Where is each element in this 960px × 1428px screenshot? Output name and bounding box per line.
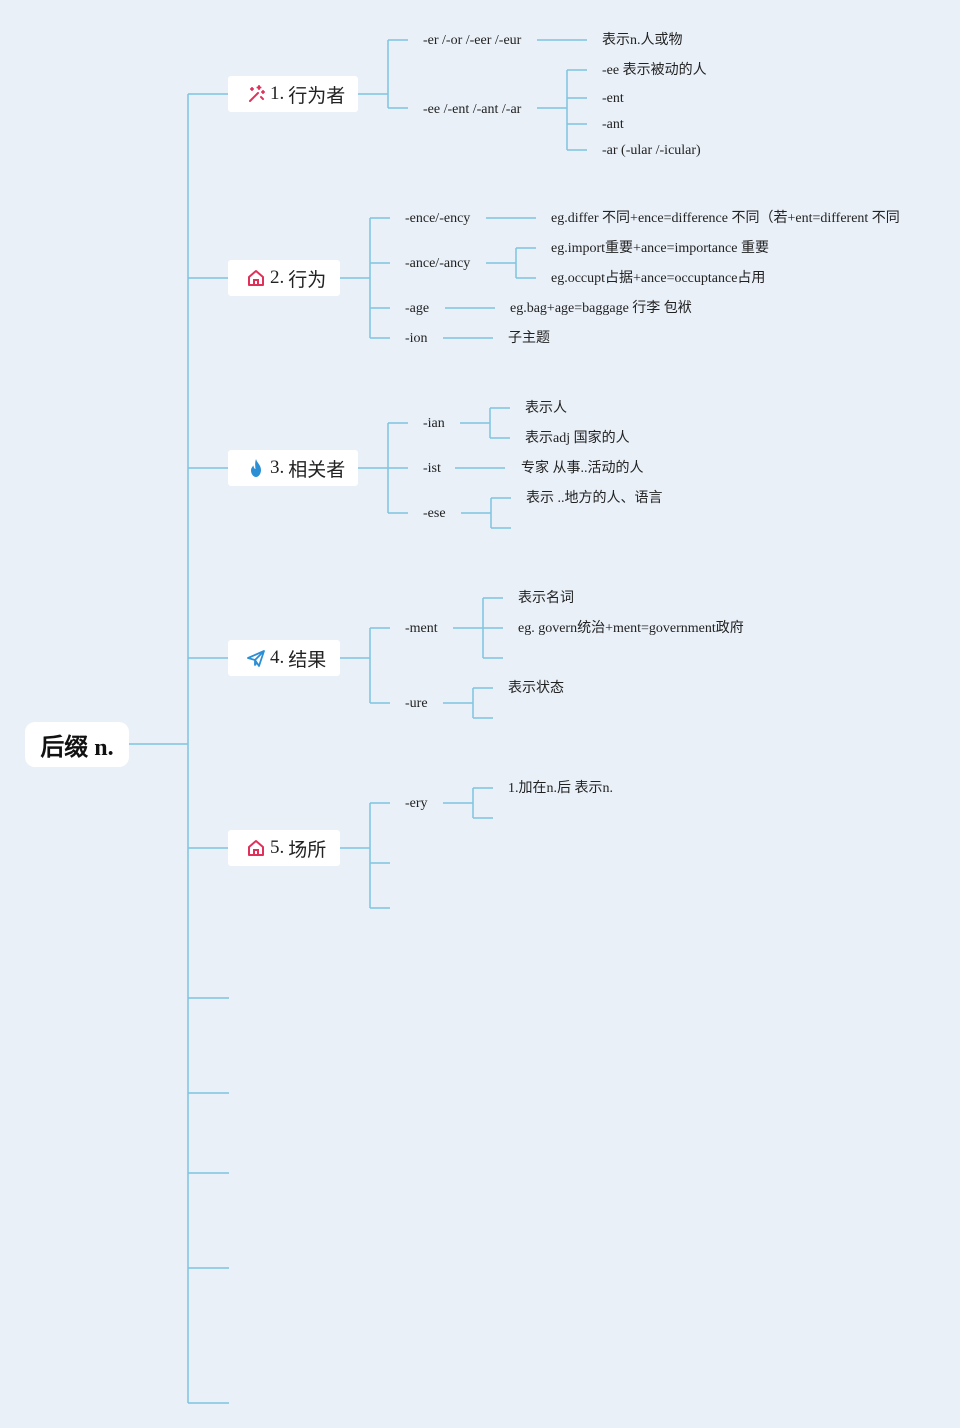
branch-4-item-2[interactable]: -ure [405, 696, 428, 711]
branch-4-item-1-note-1[interactable]: 表示名词 [518, 591, 574, 606]
branch-5-topic[interactable]: 5. 场所 [228, 830, 340, 866]
branch-1-number: 1. [270, 83, 285, 104]
branch-2-item-2-note-1[interactable]: eg.import重要+ance=importance 重要 [551, 241, 769, 256]
branch-1-topic[interactable]: 1. 行为者 [228, 76, 358, 112]
branch-5-title: 场所 [288, 839, 327, 861]
magic-wand-icon [246, 84, 266, 104]
branch-3-item-1-note-1[interactable]: 表示人 [525, 401, 567, 416]
branch-1-item-1[interactable]: -er /-or /-eer /-eur [423, 33, 522, 48]
branch-5-item-1[interactable]: -ery [405, 796, 428, 811]
branch-3-item-2[interactable]: -ist [423, 461, 441, 476]
branch-1-item-2-note-1[interactable]: -ee 表示被动的人 [602, 63, 707, 78]
branch-1-item-2-note-4[interactable]: -ar (-ular /-icular) [602, 143, 701, 158]
branch-2-item-2-note-2[interactable]: eg.occupt占据+ance=occuptance占用 [551, 271, 766, 286]
branch-3-item-3-note-1[interactable]: 表示 ..地方的人、语言 [526, 491, 663, 506]
house-icon [246, 838, 266, 858]
branch-1-item-2-note-3[interactable]: -ant [602, 117, 624, 132]
branch-2-topic[interactable]: 2. 行为 [228, 260, 340, 296]
branch-2-item-1[interactable]: -ence/-ency [405, 211, 471, 226]
branch-5-number: 5. [270, 837, 285, 858]
branch-1-item-2[interactable]: -ee /-ent /-ant /-ar [423, 102, 522, 117]
branch-2-item-3[interactable]: -age [405, 301, 430, 316]
flame-icon [246, 458, 266, 478]
branch-3-topic[interactable]: 3. 相关者 [228, 450, 358, 486]
branch-3-number: 3. [270, 457, 285, 478]
branch-2-item-3-note-1[interactable]: eg.bag+age=baggage 行李 包袱 [510, 301, 692, 316]
branch-4-item-1[interactable]: -ment [405, 621, 438, 636]
branch-2-item-1-note-1[interactable]: eg.differ 不同+ence=difference 不同（若+ent=di… [551, 211, 900, 226]
branch-2-item-4[interactable]: -ion [405, 331, 428, 346]
branch-2-item-4-note-1[interactable]: 子主题 [508, 331, 550, 346]
branch-1-item-2-note-2[interactable]: -ent [602, 91, 624, 106]
branch-3-item-3[interactable]: -ese [423, 506, 446, 521]
branch-4-title: 结果 [288, 649, 327, 671]
branch-2-number: 2. [270, 267, 285, 288]
branch-2-title: 行为 [288, 269, 327, 291]
branch-4-item-2-note-1[interactable]: 表示状态 [508, 681, 564, 696]
branch-3-title: 相关者 [288, 459, 346, 481]
branch-3-item-1[interactable]: -ian [423, 416, 445, 431]
root-topic[interactable]: 后缀 n. [25, 722, 129, 767]
branch-4-item-1-note-2[interactable]: eg. govern统治+ment=government政府 [518, 621, 744, 636]
house-icon [246, 268, 266, 288]
branch-2-item-2[interactable]: -ance/-ancy [405, 256, 471, 271]
paper-plane-icon [246, 648, 266, 668]
branch-1-title: 行为者 [288, 85, 346, 107]
branch-3-item-1-note-2[interactable]: 表示adj 国家的人 [525, 431, 630, 446]
branch-1-item-1-note-1[interactable]: 表示n.人或物 [602, 33, 683, 48]
branch-4-topic[interactable]: 4. 结果 [228, 640, 340, 676]
branch-3-item-2-note-1[interactable]: 专家 从事..活动的人 [521, 461, 644, 476]
branch-5-item-1-note-1[interactable]: 1.加在n.后 表示n. [508, 781, 613, 796]
branch-4-number: 4. [270, 647, 285, 668]
